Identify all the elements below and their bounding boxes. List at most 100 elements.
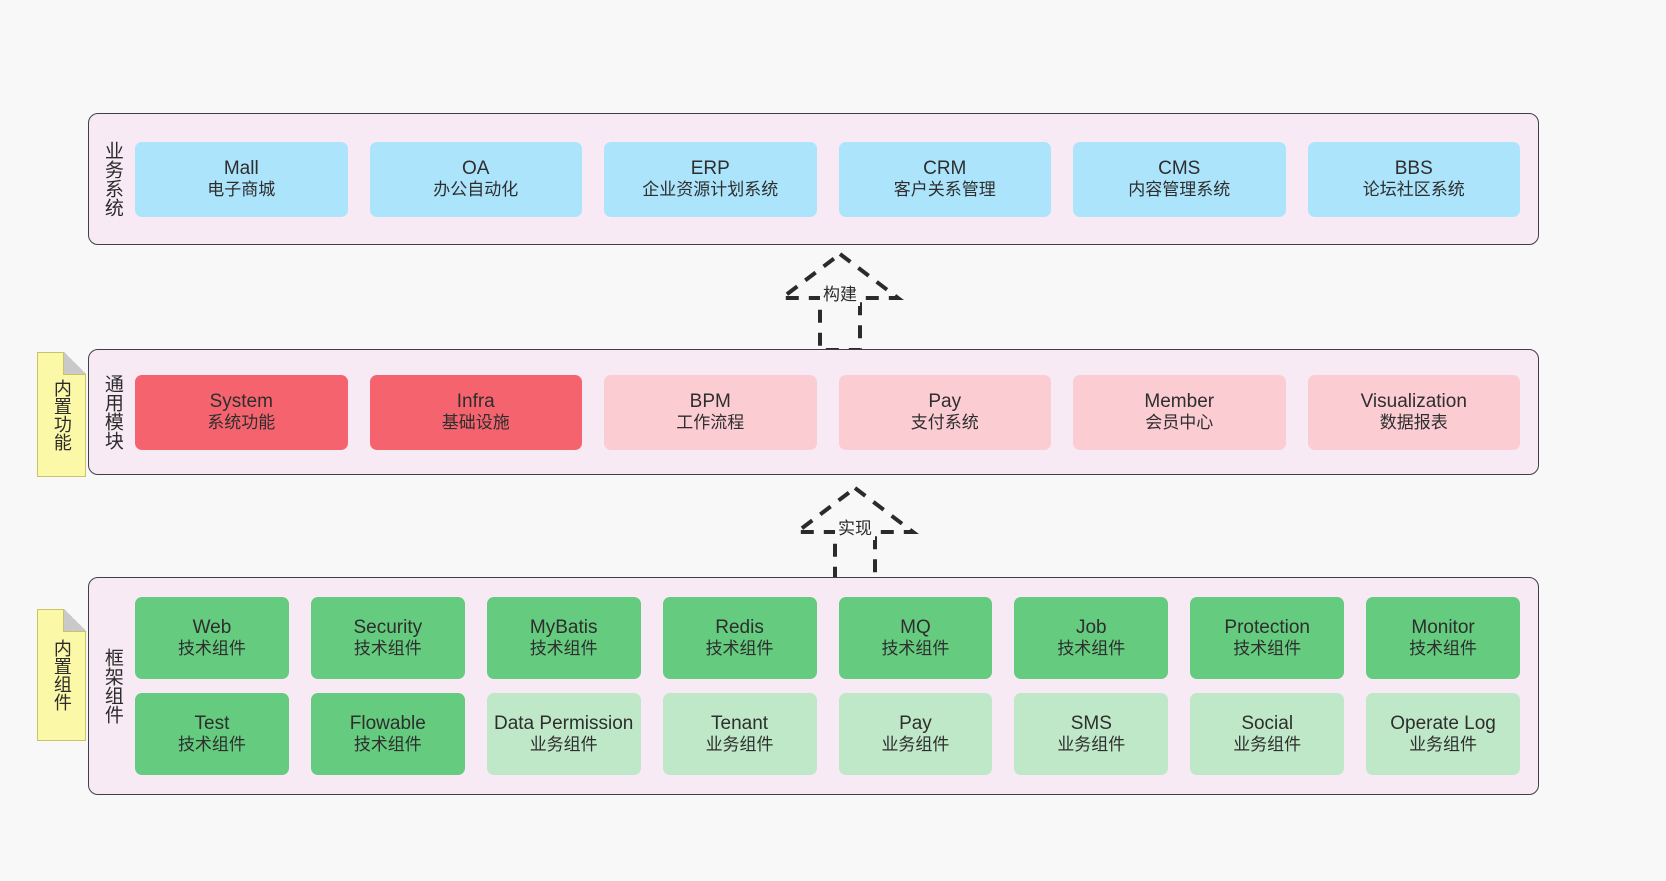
card-row: Test 技术组件 Flowable 技术组件 Data Permission … — [135, 693, 1520, 775]
card-visualization[interactable]: Visualization 数据报表 — [1307, 374, 1520, 450]
layer-title-framework-components: 框架组件 — [101, 648, 123, 724]
layer-body-business-systems: Mall 电子商城 OA 办公自动化 ERP 企业资源计划系统 CRM 客户关系… — [135, 114, 1538, 244]
note-builtin-function: 内置功能 — [37, 352, 86, 477]
card-crm[interactable]: CRM 客户关系管理 — [838, 141, 1051, 217]
layer-business-systems: 业务系统 Mall 电子商城 OA 办公自动化 ERP 企业资源计划系统 CRM… — [88, 113, 1539, 245]
connector-label: 构建 — [820, 279, 860, 306]
card-subtitle: 基础设施 — [441, 413, 510, 433]
card-cms[interactable]: CMS 内容管理系统 — [1073, 141, 1286, 217]
layer-common-modules: 通用模块 System 系统功能 Infra 基础设施 BPM 工作流程 Pay… — [88, 349, 1539, 475]
card-title: CMS — [1158, 158, 1201, 180]
card-subtitle: 系统功能 — [207, 413, 276, 433]
layer-framework-components: 框架组件 Web 技术组件 Security 技术组件 MyBatis 技术组件… — [88, 577, 1539, 795]
card-subtitle: 技术组件 — [1409, 639, 1478, 659]
card-row: System 系统功能 Infra 基础设施 BPM 工作流程 Pay 支付系统… — [135, 374, 1520, 450]
card-title: SMS — [1070, 713, 1112, 735]
card-member[interactable]: Member 会员中心 — [1073, 374, 1286, 450]
card-flowable[interactable]: Flowable 技术组件 — [310, 693, 465, 775]
card-subtitle: 支付系统 — [910, 413, 979, 433]
card-row: Web 技术组件 Security 技术组件 MyBatis 技术组件 Redi… — [135, 597, 1520, 679]
card-subtitle: 技术组件 — [353, 639, 422, 659]
note-label: 内置功能 — [51, 378, 72, 451]
card-subtitle: 业务组件 — [881, 735, 950, 755]
card-mall[interactable]: Mall 电子商城 — [135, 141, 348, 217]
generalization-arrow-icon — [776, 251, 904, 352]
card-subtitle: 业务组件 — [705, 735, 774, 755]
card-title: Visualization — [1360, 391, 1467, 413]
card-title: OA — [462, 158, 490, 180]
layer-body-framework-components: Web 技术组件 Security 技术组件 MyBatis 技术组件 Redi… — [135, 578, 1538, 794]
card-title: Pay — [899, 713, 932, 735]
card-security[interactable]: Security 技术组件 — [310, 597, 465, 679]
card-subtitle: 技术组件 — [177, 639, 246, 659]
card-title: Mall — [223, 158, 259, 180]
card-tenant[interactable]: Tenant 业务组件 — [662, 693, 817, 775]
card-title: BBS — [1394, 158, 1433, 180]
card-title: MQ — [900, 617, 931, 639]
card-system[interactable]: System 系统功能 — [135, 374, 348, 450]
card-bbs[interactable]: BBS 论坛社区系统 — [1307, 141, 1520, 217]
layer-title-common-modules: 通用模块 — [101, 374, 123, 450]
card-redis[interactable]: Redis 技术组件 — [662, 597, 817, 679]
card-erp[interactable]: ERP 企业资源计划系统 — [604, 141, 817, 217]
card-protection[interactable]: Protection 技术组件 — [1190, 597, 1345, 679]
card-operate-log[interactable]: Operate Log 业务组件 — [1366, 693, 1520, 775]
card-subtitle: 技术组件 — [1233, 639, 1302, 659]
card-subtitle: 技术组件 — [705, 639, 774, 659]
card-oa[interactable]: OA 办公自动化 — [369, 141, 582, 217]
card-title: Data Permission — [493, 713, 634, 735]
card-subtitle: 客户关系管理 — [893, 180, 996, 200]
card-title: Member — [1144, 391, 1215, 413]
card-subtitle: 业务组件 — [1233, 735, 1302, 755]
card-subtitle: 技术组件 — [529, 639, 598, 659]
card-mq[interactable]: MQ 技术组件 — [838, 597, 993, 679]
card-subtitle: 技术组件 — [353, 735, 422, 755]
card-social[interactable]: Social 业务组件 — [1190, 693, 1345, 775]
card-monitor[interactable]: Monitor 技术组件 — [1366, 597, 1520, 679]
card-bpm[interactable]: BPM 工作流程 — [604, 374, 817, 450]
card-subtitle: 企业资源计划系统 — [642, 180, 779, 200]
card-title: MyBatis — [529, 617, 598, 639]
card-subtitle: 工作流程 — [676, 413, 745, 433]
generalization-arrow-icon — [791, 485, 919, 586]
card-title: Monitor — [1411, 617, 1475, 639]
card-pay-component[interactable]: Pay 业务组件 — [838, 693, 993, 775]
card-subtitle: 业务组件 — [529, 735, 598, 755]
connector-build: 构建 — [740, 246, 940, 356]
card-title: CRM — [923, 158, 967, 180]
card-title: Job — [1075, 617, 1107, 639]
card-job[interactable]: Job 技术组件 — [1014, 597, 1169, 679]
card-title: System — [209, 391, 273, 413]
card-infra[interactable]: Infra 基础设施 — [369, 374, 582, 450]
card-mybatis[interactable]: MyBatis 技术组件 — [486, 597, 641, 679]
card-title: Pay — [928, 391, 962, 413]
card-pay-module[interactable]: Pay 支付系统 — [838, 374, 1051, 450]
card-title: ERP — [690, 158, 730, 180]
card-title: Infra — [456, 391, 495, 413]
connector-label: 实现 — [835, 513, 875, 540]
card-title: Social — [1241, 713, 1294, 735]
card-subtitle: 论坛社区系统 — [1362, 180, 1465, 200]
card-title: Redis — [715, 617, 764, 639]
card-sms[interactable]: SMS 业务组件 — [1014, 693, 1169, 775]
layer-body-common-modules: System 系统功能 Infra 基础设施 BPM 工作流程 Pay 支付系统… — [135, 350, 1538, 474]
card-title: Protection — [1224, 617, 1310, 639]
card-subtitle: 技术组件 — [881, 639, 950, 659]
card-data-permission[interactable]: Data Permission 业务组件 — [486, 693, 641, 775]
card-title: BPM — [689, 391, 731, 413]
card-web[interactable]: Web 技术组件 — [135, 597, 289, 679]
note-label: 内置组件 — [51, 639, 72, 711]
card-subtitle: 办公自动化 — [433, 180, 519, 200]
card-subtitle: 会员中心 — [1145, 413, 1214, 433]
card-subtitle: 内容管理系统 — [1128, 180, 1231, 200]
card-subtitle: 技术组件 — [177, 735, 246, 755]
card-title: Operate Log — [1390, 713, 1496, 735]
card-title: Web — [192, 617, 232, 639]
card-title: Security — [353, 617, 423, 639]
card-subtitle: 数据报表 — [1379, 413, 1448, 433]
note-builtin-component: 内置组件 — [37, 609, 86, 741]
card-subtitle: 业务组件 — [1409, 735, 1478, 755]
card-test[interactable]: Test 技术组件 — [135, 693, 289, 775]
card-title: Test — [194, 713, 230, 735]
